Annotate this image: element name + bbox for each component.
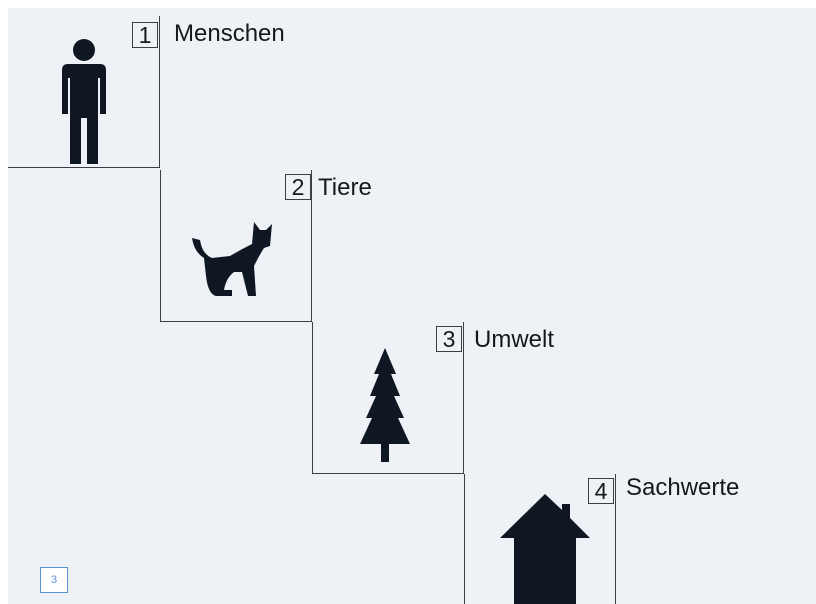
step-number-3: 3 [436, 326, 462, 352]
house-icon [500, 492, 590, 604]
person-icon [60, 38, 108, 164]
step-label-menschen: Menschen [174, 20, 285, 47]
step-box-sachwerte [464, 474, 616, 604]
step-label-sachwerte: Sachwerte [626, 474, 740, 501]
tree-icon [360, 348, 410, 462]
step-number-1: 1 [132, 22, 158, 48]
step-number-4: 4 [588, 478, 614, 504]
cat-icon [190, 218, 274, 300]
step-label-tiere: Tiere [318, 174, 372, 201]
step-box-menschen [8, 16, 160, 168]
step-number-2: 2 [285, 174, 311, 200]
step-label-umwelt: Umwelt [474, 326, 555, 353]
page-number-badge[interactable]: 3 [40, 567, 68, 593]
step-box-umwelt [312, 322, 464, 474]
step-box-tiere [160, 170, 312, 322]
staircase-diagram: 1 Menschen 2 Tiere 3 Umwelt 4 Sachwerte … [8, 8, 816, 604]
